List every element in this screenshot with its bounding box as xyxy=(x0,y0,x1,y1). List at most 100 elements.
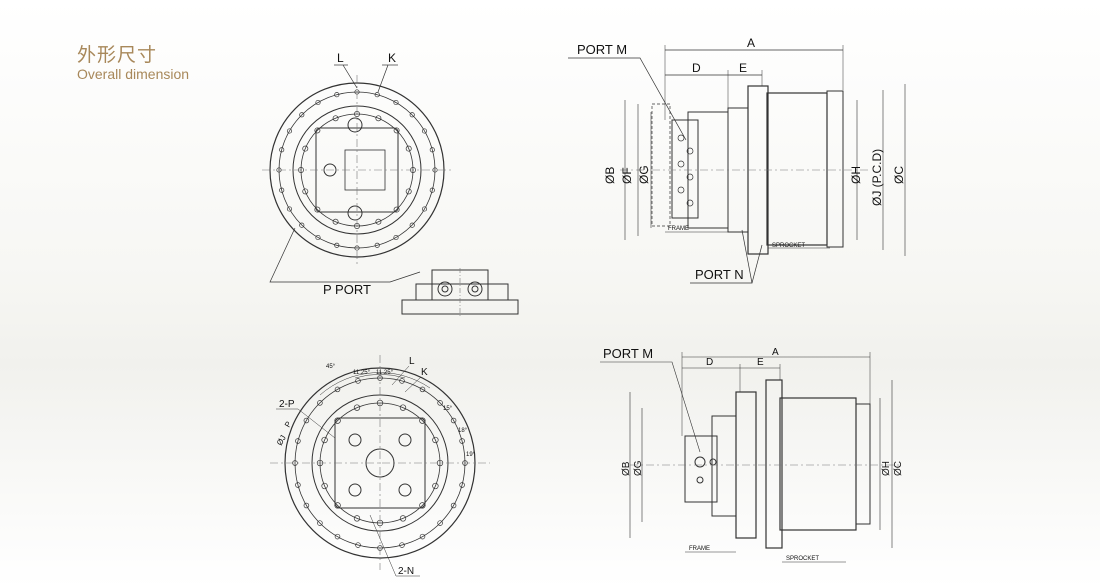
side-view-top: A D E ØB ØF ØG ØH ØJ (P.C.D) ØC PORT M P… xyxy=(568,36,906,284)
port-m-leader-b xyxy=(600,361,701,453)
bolt-hole xyxy=(334,533,341,540)
bolt-hole xyxy=(419,502,426,509)
bolt-hole xyxy=(334,242,340,248)
bolt-hole xyxy=(286,128,293,134)
bolt-hole xyxy=(334,386,341,393)
bolt-hole xyxy=(432,436,439,444)
bolt-hole xyxy=(405,188,412,195)
front-view-top: L K P PORT xyxy=(262,51,519,316)
bolt-hole xyxy=(421,128,428,134)
angle-11-a: 11.25° xyxy=(353,370,371,376)
bolt-hole xyxy=(332,115,339,122)
sprocket-label: SPROCKET xyxy=(772,243,805,249)
valve-port-hole xyxy=(686,199,694,207)
port-m-leader xyxy=(568,57,687,141)
2p-label: 2-P xyxy=(279,399,295,410)
bolt-hole xyxy=(432,482,439,490)
p-port-label: P PORT xyxy=(323,282,371,297)
bolt-hole xyxy=(302,145,309,152)
bolt-hole xyxy=(295,438,301,444)
bolt-hole xyxy=(393,127,400,134)
bolt-hole xyxy=(437,520,443,526)
bolt-hole xyxy=(314,206,321,213)
top-port-circle xyxy=(347,117,363,133)
port-circle xyxy=(323,163,337,177)
bolt-hole xyxy=(302,188,309,195)
valve-port-hole xyxy=(686,147,694,155)
dim-b-label: ØB xyxy=(603,167,617,184)
bolt-hole xyxy=(353,515,361,522)
bolt-hole xyxy=(419,386,426,393)
bolt-hole xyxy=(279,187,285,193)
bolt-hole xyxy=(375,218,382,225)
bolt-hole xyxy=(355,542,361,548)
bolt-hole xyxy=(399,404,407,411)
dim-f-label: ØF xyxy=(620,167,634,184)
p-label-b: P xyxy=(283,420,293,429)
angle-11-b: 11.25° xyxy=(376,370,394,376)
bolt-hole xyxy=(314,127,321,134)
bolt-hole xyxy=(399,515,407,522)
title-english: Overall dimension xyxy=(77,66,190,82)
dim-c-label-b: ØC xyxy=(893,461,904,476)
bolt-hole xyxy=(354,245,360,251)
bolt-hole xyxy=(409,222,415,228)
bolt-hole xyxy=(286,206,293,212)
bolt-hole xyxy=(295,482,301,488)
bolt-hole xyxy=(279,147,285,153)
dim-g-label: ØG xyxy=(637,165,651,184)
bolt-hole xyxy=(317,400,323,406)
dim-g-label-b: ØG xyxy=(633,460,644,476)
bolt-hole xyxy=(315,99,321,106)
bolt-hole xyxy=(409,112,415,118)
dim-a-label: A xyxy=(747,36,755,50)
bolt-hole xyxy=(374,92,380,98)
bolt-hole xyxy=(405,145,412,152)
bolt-hole xyxy=(450,417,457,424)
frame-outline xyxy=(651,103,671,227)
dim-d-label-b: D xyxy=(706,357,713,368)
bolt-hole xyxy=(437,400,443,406)
bolt-hole xyxy=(393,234,399,241)
bolt-hole xyxy=(399,378,405,384)
housing xyxy=(766,92,828,246)
bolt-hole xyxy=(332,218,339,225)
bolt-hole xyxy=(334,502,341,509)
bolt-hole xyxy=(334,92,340,98)
bolt-hole xyxy=(355,378,361,384)
outer-bolt-holes xyxy=(276,89,438,251)
bolt-hole xyxy=(353,404,361,411)
valve-cover xyxy=(671,119,699,219)
k-leader xyxy=(377,64,389,93)
valve-port-hole xyxy=(677,134,685,142)
bolt-hole xyxy=(334,417,341,424)
bolt-hole xyxy=(303,502,310,509)
dim-h-label: ØH xyxy=(849,166,863,184)
bolt-hole xyxy=(419,417,426,424)
side-view-bottom: A D E ØB ØG ØH ØC PORT M FRAME SPROCKET xyxy=(600,346,904,563)
bolt-hole xyxy=(393,206,400,213)
k-label: K xyxy=(388,51,396,65)
dim-j-label: ØJ (P.C.D) xyxy=(870,149,884,206)
inner-flange-circle xyxy=(292,105,422,235)
dim-a-label-b: A xyxy=(772,347,779,358)
bolt-hole xyxy=(303,417,310,424)
bolt-hole xyxy=(375,115,382,122)
valve-port-hole xyxy=(677,186,685,194)
l-label: L xyxy=(337,51,344,65)
bolt-hole xyxy=(315,234,321,241)
outer-bolt-holes-b xyxy=(292,375,468,551)
bolt-hole xyxy=(429,147,435,153)
k-label-b: K xyxy=(421,367,428,378)
bolt-hole xyxy=(429,187,435,193)
angle-18: 18° xyxy=(458,428,468,434)
2n-label: 2-N xyxy=(398,566,414,577)
bolt-hole xyxy=(459,482,465,488)
bolt-hole xyxy=(393,99,399,106)
housing-b xyxy=(779,397,857,531)
frame-label-b: FRAME xyxy=(689,546,710,552)
dim-c-label: ØC xyxy=(892,166,906,184)
bolt-hole xyxy=(317,520,323,526)
